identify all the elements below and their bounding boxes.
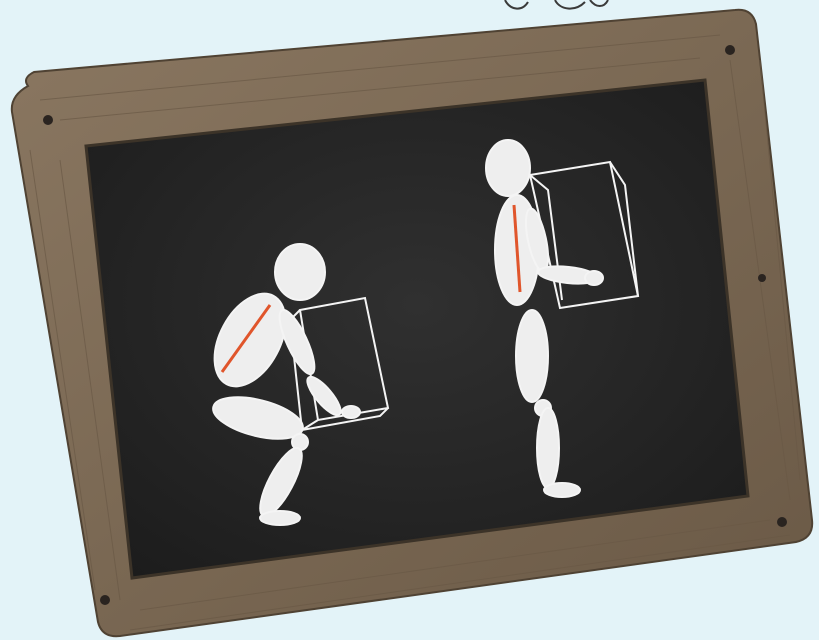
shin-right	[537, 408, 559, 488]
head-right	[486, 140, 530, 196]
hand-right	[585, 271, 603, 285]
nail-bottom-left	[100, 595, 110, 605]
thigh-right	[516, 310, 548, 402]
foot-right	[544, 483, 580, 497]
head-left	[275, 244, 325, 300]
nail-bottom-right	[777, 517, 787, 527]
nail-top-left	[43, 115, 53, 125]
nail-top-right	[725, 45, 735, 55]
foot-left	[260, 511, 300, 525]
hand-left	[342, 406, 360, 418]
nail-right-middle	[758, 274, 766, 282]
chalkboard	[86, 80, 748, 578]
